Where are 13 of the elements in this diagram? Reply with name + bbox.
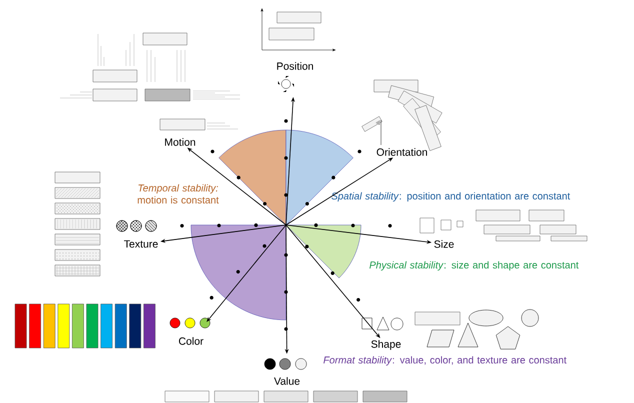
caption-text: Temporal stability: motion is constant xyxy=(138,184,219,204)
axis-label: Shape xyxy=(371,340,401,350)
axis-label: Size xyxy=(434,240,454,248)
axis-label: Value xyxy=(274,377,300,385)
caption-text: Physical stability: size and shape are constant xyxy=(370,261,579,270)
axis-label: Texture xyxy=(124,240,158,248)
arrow xyxy=(206,224,286,322)
axis-label: Color xyxy=(179,337,204,345)
axis-label: Orientation xyxy=(376,148,427,156)
axis-label: Position xyxy=(277,62,313,70)
caption-text: Spatial stability: position and orientation are constant xyxy=(331,192,570,202)
axis-label: Motion xyxy=(165,138,196,146)
caption-text: Format stability: value, color, and texture are constant xyxy=(324,356,566,366)
